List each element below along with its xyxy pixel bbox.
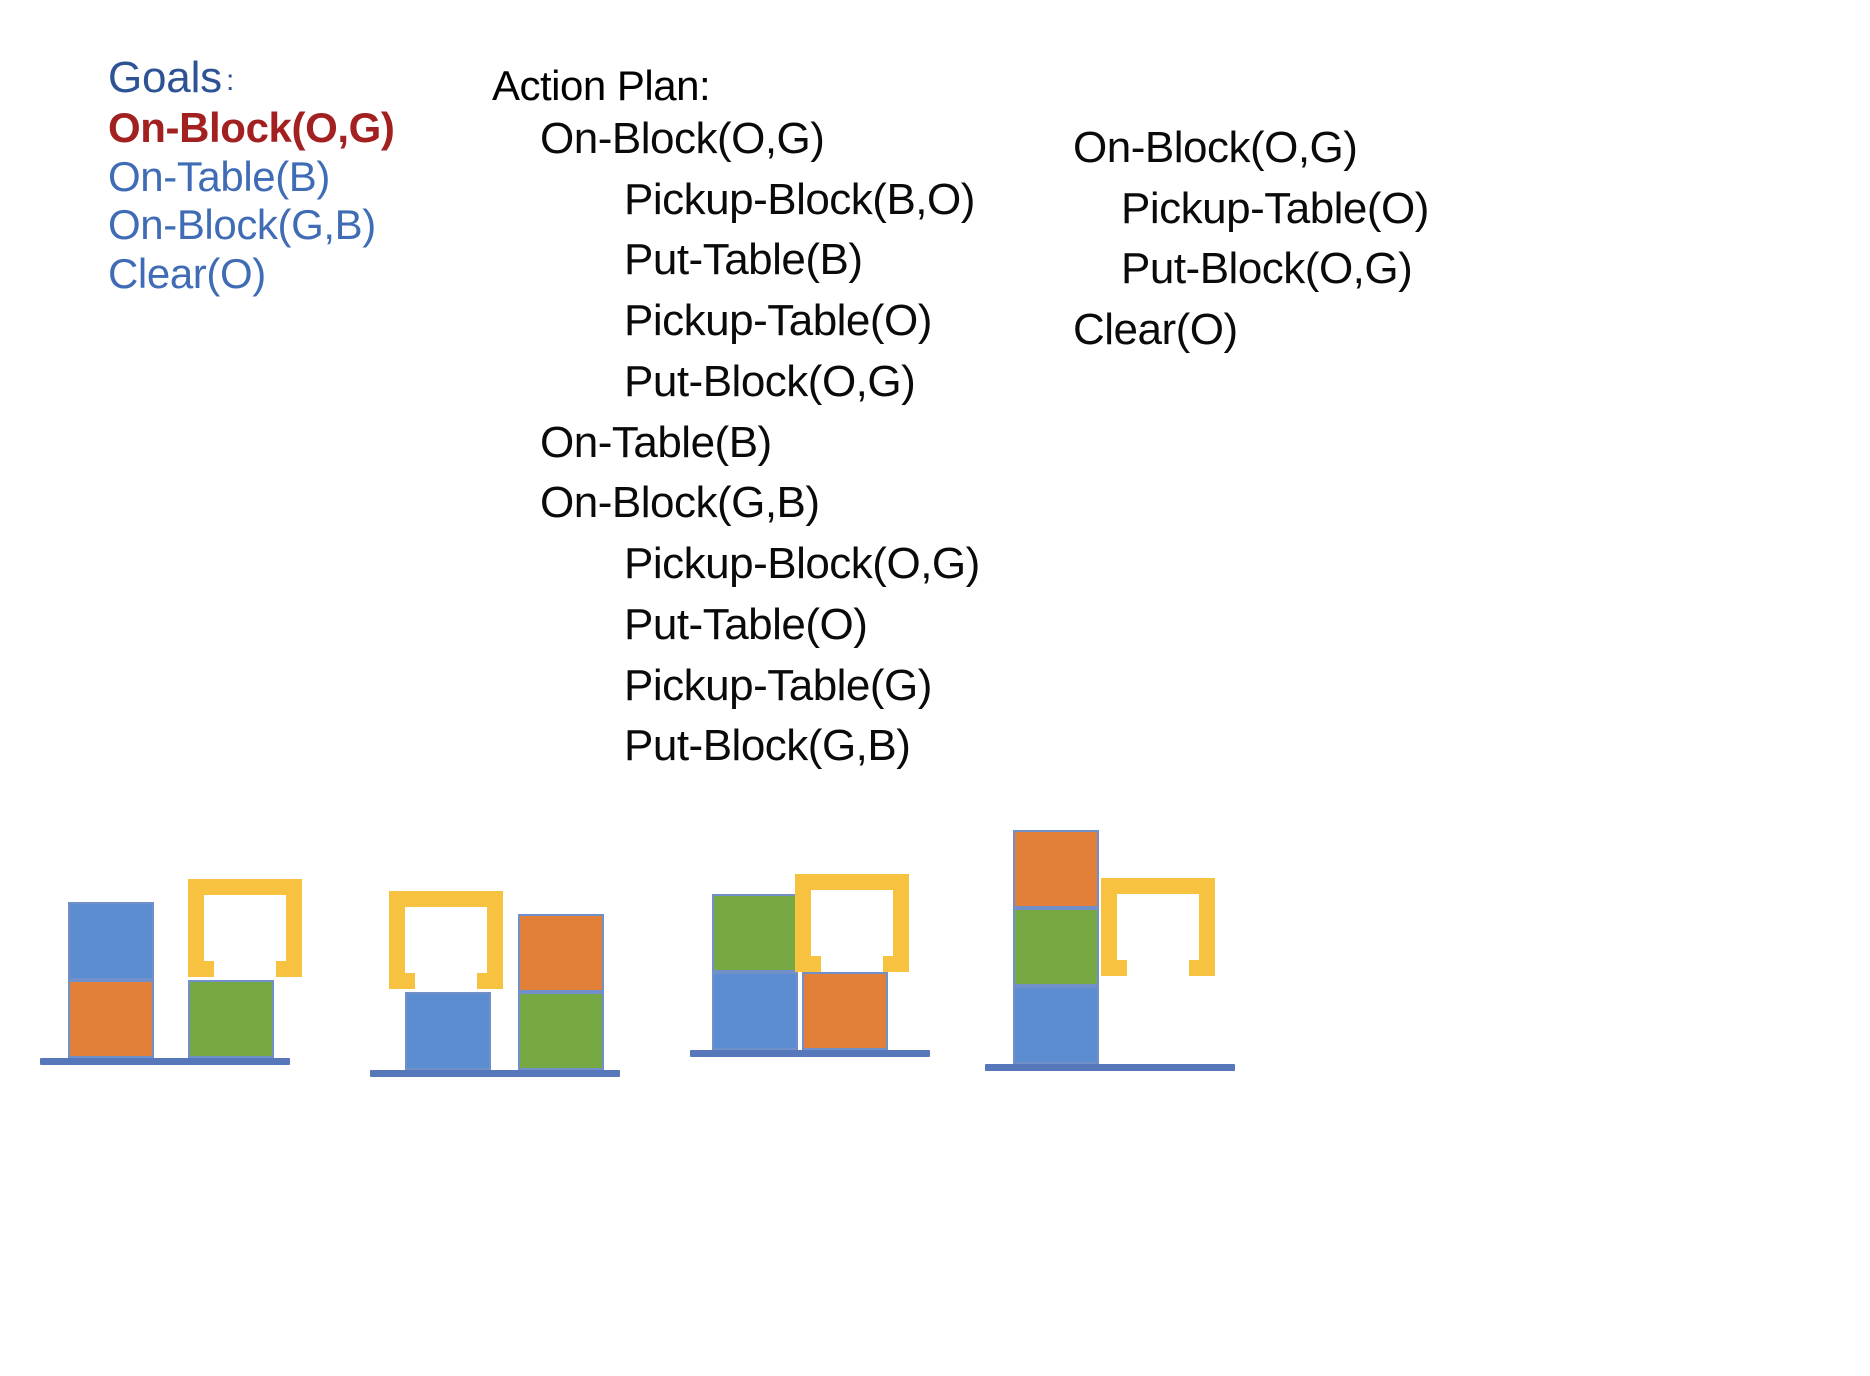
plan2-line-clear-o: Clear(O) (1073, 305, 1238, 355)
scene-1-gripper-finger-left (188, 961, 214, 977)
plan-line-put-block-gb: Put-Block(G,B) (624, 721, 911, 771)
scene-3-gripper-finger-right (883, 956, 909, 972)
scene-2-gripper-finger-left (389, 973, 415, 989)
scene-3-gripper-finger-left (795, 956, 821, 972)
plan-line-put-block-og: Put-Block(O,G) (624, 356, 916, 406)
action-plan-panel: Action Plan: On-Block(O,G) Pickup-Block(… (492, 62, 1112, 777)
scene-4-block-blue (1013, 986, 1099, 1064)
scene-4-block-orange (1013, 830, 1099, 908)
goals-heading-label: Goals (108, 53, 222, 102)
scene-4 (985, 830, 1305, 1071)
scene-1-block-blue (68, 902, 154, 980)
scene-1-gripper-finger-right (276, 961, 302, 977)
goal-item-clear-o: Clear(O) (108, 250, 266, 298)
goals-heading-colon: : (225, 64, 235, 97)
scene-4-gripper-finger-left (1101, 960, 1127, 976)
goals-heading: Goals: (108, 52, 528, 104)
scene-1-block-orange (68, 980, 154, 1058)
goal-item-on-table-b: On-Table(B) (108, 152, 331, 200)
scene-2-gripper-finger-right (477, 973, 503, 989)
scene-1-block-green (188, 980, 274, 1058)
scene-2 (370, 880, 670, 1077)
scene-3 (690, 874, 1000, 1057)
plan-line-pickup-block-og: Pickup-Block(O,G) (624, 539, 980, 589)
scene-3-block-green (712, 894, 798, 972)
scene-1-gripper-icon (188, 879, 302, 977)
action-plan-secondary-panel: On-Block(O,G) Pickup-Table(O) Put-Block(… (1073, 118, 1633, 361)
plan-line-pickup-table-o: Pickup-Table(O) (624, 296, 932, 346)
scene-2-block-green (518, 992, 604, 1070)
scene-3-block-orange (802, 972, 888, 1050)
plan-line-put-table-o: Put-Table(O) (624, 599, 868, 649)
plan-line-on-block-gb: On-Block(G,B) (540, 478, 820, 528)
scene-2-block-orange (518, 914, 604, 992)
plan-line-put-table-b: Put-Table(B) (624, 235, 863, 285)
scene-4-gripper-icon (1101, 878, 1215, 976)
scene-2-gripper-icon (389, 891, 503, 989)
plan2-line-put-block-og: Put-Block(O,G) (1121, 244, 1413, 294)
scene-1 (40, 879, 340, 1065)
plan-line-on-table-b: On-Table(B) (540, 417, 772, 467)
scene-3-block-blue (712, 972, 798, 1050)
plan-line-pickup-block-bo: Pickup-Block(B,O) (624, 174, 975, 224)
scene-4-table-surface (985, 1064, 1235, 1071)
plan-line-pickup-table-g: Pickup-Table(G) (624, 660, 932, 710)
action-plan-heading: Action Plan: (492, 62, 711, 109)
scene-3-table-surface (690, 1050, 930, 1057)
scene-4-gripper-finger-right (1189, 960, 1215, 976)
plan2-line-on-block-og: On-Block(O,G) (1073, 123, 1358, 172)
scene-1-table-surface (40, 1058, 290, 1065)
scene-2-block-blue (405, 992, 491, 1070)
scene-4-block-green (1013, 908, 1099, 986)
scene-2-table-surface (370, 1070, 620, 1077)
goal-item-on-block-og: On-Block(O,G) (108, 103, 395, 151)
goals-panel: Goals: On-Block(O,G) On-Table(B) On-Bloc… (108, 52, 528, 299)
plan2-line-pickup-table-o: Pickup-Table(O) (1121, 183, 1429, 233)
plan-line-on-block-og: On-Block(O,G) (540, 114, 825, 164)
scene-3-gripper-icon (795, 874, 909, 972)
goal-item-on-block-gb: On-Block(G,B) (108, 201, 376, 249)
